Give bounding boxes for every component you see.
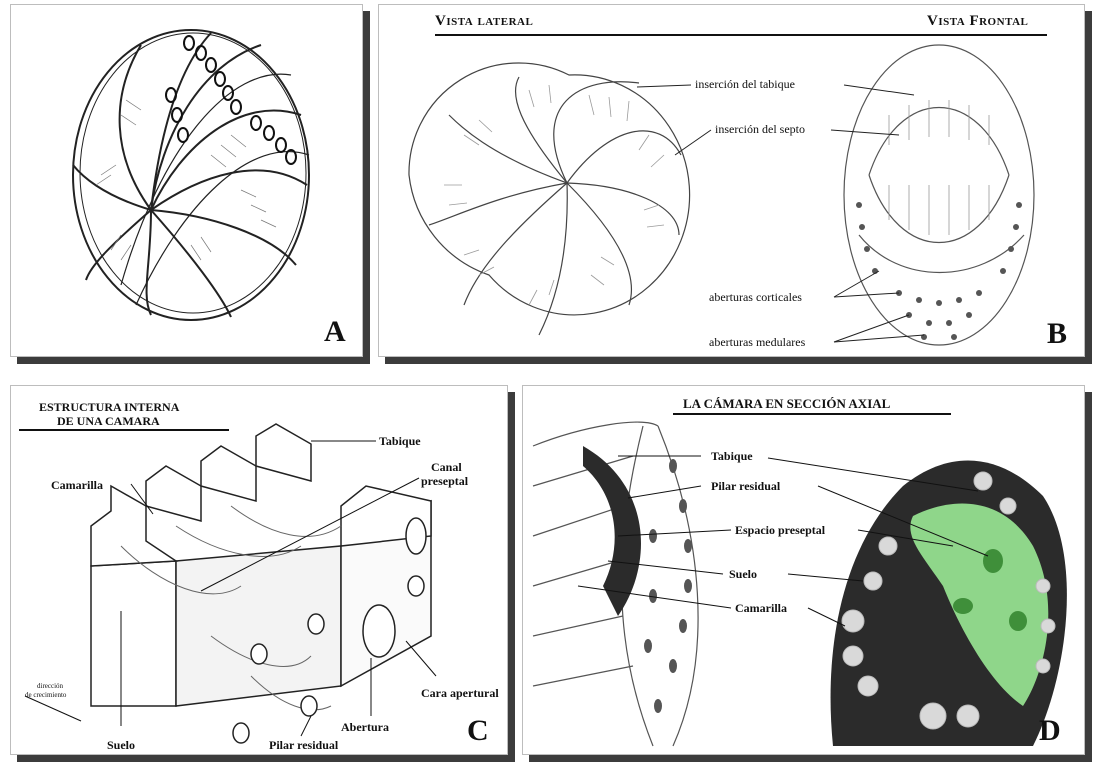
abertura-label: Abertura [341,720,389,735]
tabique-label-c: Tabique [379,434,421,449]
aberturas-corticales-label: aberturas corticales [709,290,802,305]
panel-a-letter: A [324,315,346,349]
foraminifera-sketch [11,5,364,358]
panel-b: Vista lateral Vista Frontal inserción de… [378,4,1085,357]
pilar-residual-label-d: Pilar residual [711,479,780,494]
camarilla-label-c: Camarilla [51,478,103,493]
suelo-label-c: Suelo [107,738,135,753]
tabique-label-d: Tabique [711,449,753,464]
canal-label-line1: Canal [431,460,462,475]
panel-d-letter: D [1039,714,1061,748]
direction-label-line2: de crecimiento [25,691,66,699]
panel-a: A [10,4,363,357]
panel-c-letter: C [467,714,489,748]
suelo-label-d: Suelo [729,567,757,582]
axial-section [523,386,1086,756]
panel-c: ESTRUCTURA INTERNA DE UNA CAMARA Tabique… [10,385,508,755]
lateral-frontal-views [379,5,1086,358]
panel-b-letter: B [1047,317,1067,351]
insercion-septo-label: inserción del septo [715,122,805,137]
vista-frontal-heading: Vista Frontal [927,13,1028,30]
espacio-preseptal-label: Espacio preseptal [735,523,825,538]
camarilla-label-d: Camarilla [735,601,787,616]
pilar-residual-label-c: Pilar residual [269,738,338,753]
cara-apertural-label: Cara apertural [421,686,499,701]
insercion-tabique-label: inserción del tabique [695,77,795,92]
canal-label-line2: preseptal [421,474,468,489]
aberturas-medulares-label: aberturas medulares [709,335,805,350]
estructura-heading-line2: DE UNA CAMARA [57,414,160,429]
vista-lateral-heading: Vista lateral [435,13,533,30]
direction-label-line1: dirección [37,682,63,690]
estructura-heading-line1: ESTRUCTURA INTERNA [39,400,179,415]
panel-d: LA CÁMARA EN SECCIÓN AXIAL Tabique Pilar… [522,385,1085,755]
seccion-axial-heading: LA CÁMARA EN SECCIÓN AXIAL [683,396,890,412]
